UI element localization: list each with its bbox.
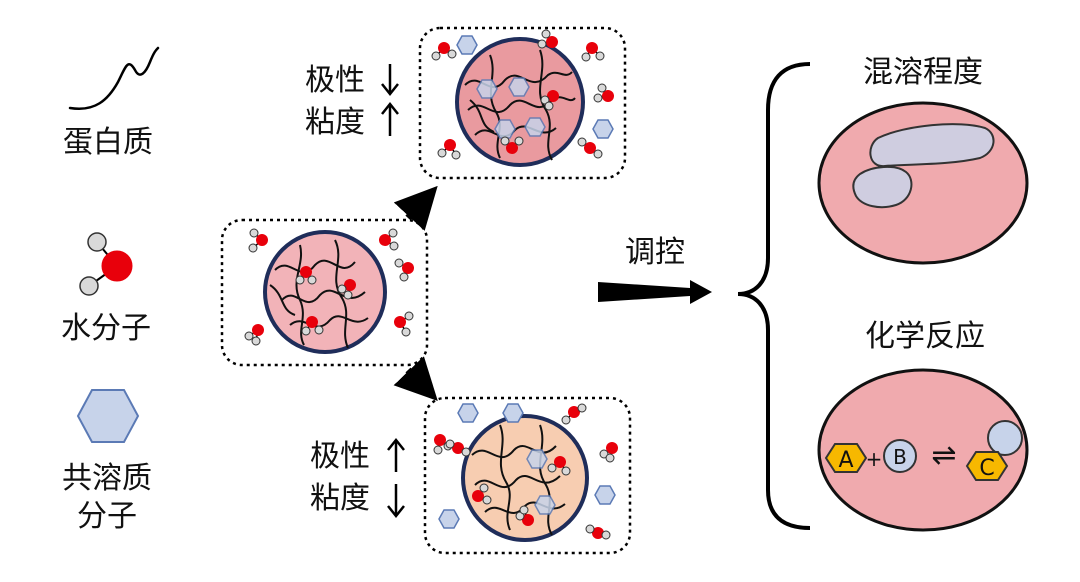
arrow-to-bottom-state (393, 356, 438, 402)
top-polarity-arrow-down-icon (381, 64, 399, 97)
reaction-droplet: A + B ⇌ C (817, 368, 1029, 532)
bottom-polarity-arrow-up-icon (387, 437, 405, 472)
product-c-label: C (979, 456, 994, 481)
top-inner-cosolutes (476, 77, 546, 139)
top-water-molecules (431, 29, 614, 160)
regulate-arrow-icon (598, 280, 712, 304)
product-c-hexagon (965, 451, 1009, 481)
reactant-a-hexagon (824, 443, 868, 473)
curly-brace (737, 62, 811, 530)
protein-icon (68, 46, 160, 111)
reactant-b-label: B (893, 445, 907, 469)
legend: 蛋白质 水分子 共溶质 分子 (61, 46, 160, 534)
cosolute-label-line1: 共溶质 (62, 461, 152, 496)
water-molecules (244, 228, 414, 346)
protein-chains (269, 239, 369, 349)
reaction-title: 化学反应 (865, 319, 985, 354)
cosolute-label-line2: 分子 (77, 499, 137, 534)
initial-state-box (220, 218, 429, 367)
top-protein-droplet (455, 37, 585, 167)
bottom-polarity-label: 极性 (310, 439, 370, 474)
top-outer-cosolutes (456, 35, 614, 139)
bottom-outer-cosolutes (438, 403, 616, 529)
equilibrium-arrows: ⇌ (931, 438, 956, 473)
product-c-attached-circle (987, 420, 1023, 456)
plus-sign: + (866, 447, 883, 471)
protein-label: 蛋白质 (63, 125, 153, 160)
bottom-water-molecules (433, 403, 618, 540)
mixing-title: 混溶程度 (863, 55, 983, 90)
bottom-viscosity-arrow-down-icon (387, 484, 405, 519)
mixing-inner-phase-large (869, 123, 995, 168)
top-state-box: 极性 粘度 (305, 26, 627, 180)
regulate-label: 调控 (625, 235, 685, 270)
mixing-inner-phase-small (852, 166, 913, 209)
mixing-droplet (817, 101, 1029, 265)
cosolute-hexagon-icon (76, 389, 140, 443)
bottom-inner-cosolutes (526, 449, 556, 515)
top-viscosity-label: 粘度 (305, 105, 365, 140)
reactant-a-label: A (838, 448, 853, 473)
bottom-viscosity-label: 粘度 (310, 481, 370, 516)
reactant-b-circle (883, 439, 917, 473)
water-molecule-icon (79, 232, 133, 296)
arrow-to-top-state (393, 185, 438, 231)
top-polarity-label: 极性 (305, 63, 365, 98)
top-viscosity-arrow-up-icon (381, 101, 399, 136)
bottom-state-box: 极性 粘度 (310, 396, 632, 555)
water-label: 水分子 (61, 311, 151, 346)
